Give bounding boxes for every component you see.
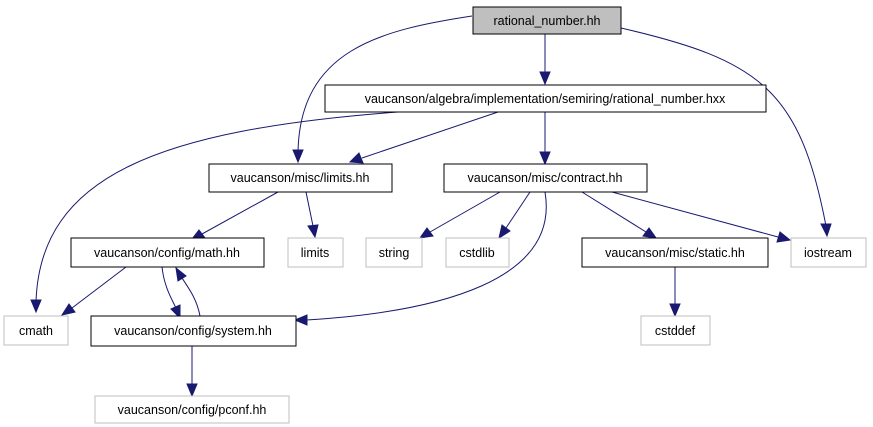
node-config-pconf-hh[interactable]: vaucanson/config/pconf.hh [94,395,290,424]
edge-contract-hh-to-system-hh [305,191,547,321]
edge-arrowhead [186,383,198,398]
node-misc-static-hh[interactable]: vaucanson/misc/static.hh [581,237,769,268]
node-label: rational_number.hh [493,14,600,28]
edge-limits-hh-to-math-hh [201,191,279,235]
node-label: vaucanson/config/pconf.hh [118,403,267,417]
node-misc-contract-hh[interactable]: vaucanson/misc/contract.hh [443,163,648,193]
edges [30,15,832,398]
node-label: iostream [804,246,852,260]
edge-root-to-limits-hh [297,15,473,153]
node-label: vaucanson/algebra/implementation/semirin… [365,92,726,106]
node-iostream[interactable]: iostream [790,237,867,268]
edge-math-hh-to-system-hh [161,266,177,309]
node-string[interactable]: string [365,237,423,268]
edge-arrowhead [820,223,832,238]
edge-arrowhead [776,231,792,243]
edge-contract-hh-to-iostream [611,191,779,238]
edge-arrowhead [498,224,511,240]
node-label: vaucanson/misc/contract.hh [468,171,623,185]
edge-rational-hxx-to-limits-hh [361,111,499,159]
node-rational-number-hxx[interactable]: vaucanson/algebra/implementation/semirin… [324,84,767,113]
node-label: vaucanson/config/system.hh [114,324,272,338]
node-label: cmath [19,324,53,338]
node-label: vaucanson/config/math.hh [94,246,240,260]
edge-arrowhead [669,303,681,318]
node-misc-limits-hh[interactable]: vaucanson/misc/limits.hh [208,163,393,193]
node-cmath[interactable]: cmath [3,315,69,346]
edge-arrowhead [175,266,187,282]
node-rational-number-hh[interactable]: rational_number.hh [472,6,622,35]
edge-contract-hh-to-string [429,191,501,233]
edge-contract-hh-to-static-hh [581,191,647,233]
edge-arrowhead [539,151,551,166]
edge-arrowhead [30,299,42,314]
edge-arrowhead [642,227,658,239]
node-config-system-hh[interactable]: vaucanson/config/system.hh [90,315,297,347]
node-label: cstddef [655,324,696,338]
edge-arrowhead [307,224,319,239]
node-label: string [379,246,410,260]
edge-arrowhead [60,303,76,316]
edge-system-hh-to-math-hh [181,277,201,317]
edge-contract-hh-to-cstdlib [505,191,531,229]
edge-arrowhead [170,304,181,320]
node-config-math-hh[interactable]: vaucanson/config/math.hh [70,237,265,268]
nodes: rational_number.hh vaucanson/algebra/imp… [3,6,867,424]
edge-arrowhead [293,314,308,326]
edge-arrowhead [348,152,364,164]
node-cstdlib[interactable]: cstdlib [445,237,510,268]
node-label: limits [301,246,329,260]
node-limits[interactable]: limits [287,237,344,268]
node-label: vaucanson/misc/limits.hh [231,171,370,185]
edge-limits-hh-to-limits [305,191,314,227]
node-label: cstdlib [459,246,494,260]
edge-arrowhead [292,149,304,164]
node-cstddef[interactable]: cstddef [640,315,711,346]
edge-root-to-iostream [620,27,827,227]
node-label: vaucanson/misc/static.hh [605,246,745,260]
edge-rational-hxx-to-cmath [35,111,399,303]
edge-math-hh-to-cmath [71,266,127,309]
edge-arrowhead [418,227,434,239]
edge-arrowhead [539,71,551,86]
